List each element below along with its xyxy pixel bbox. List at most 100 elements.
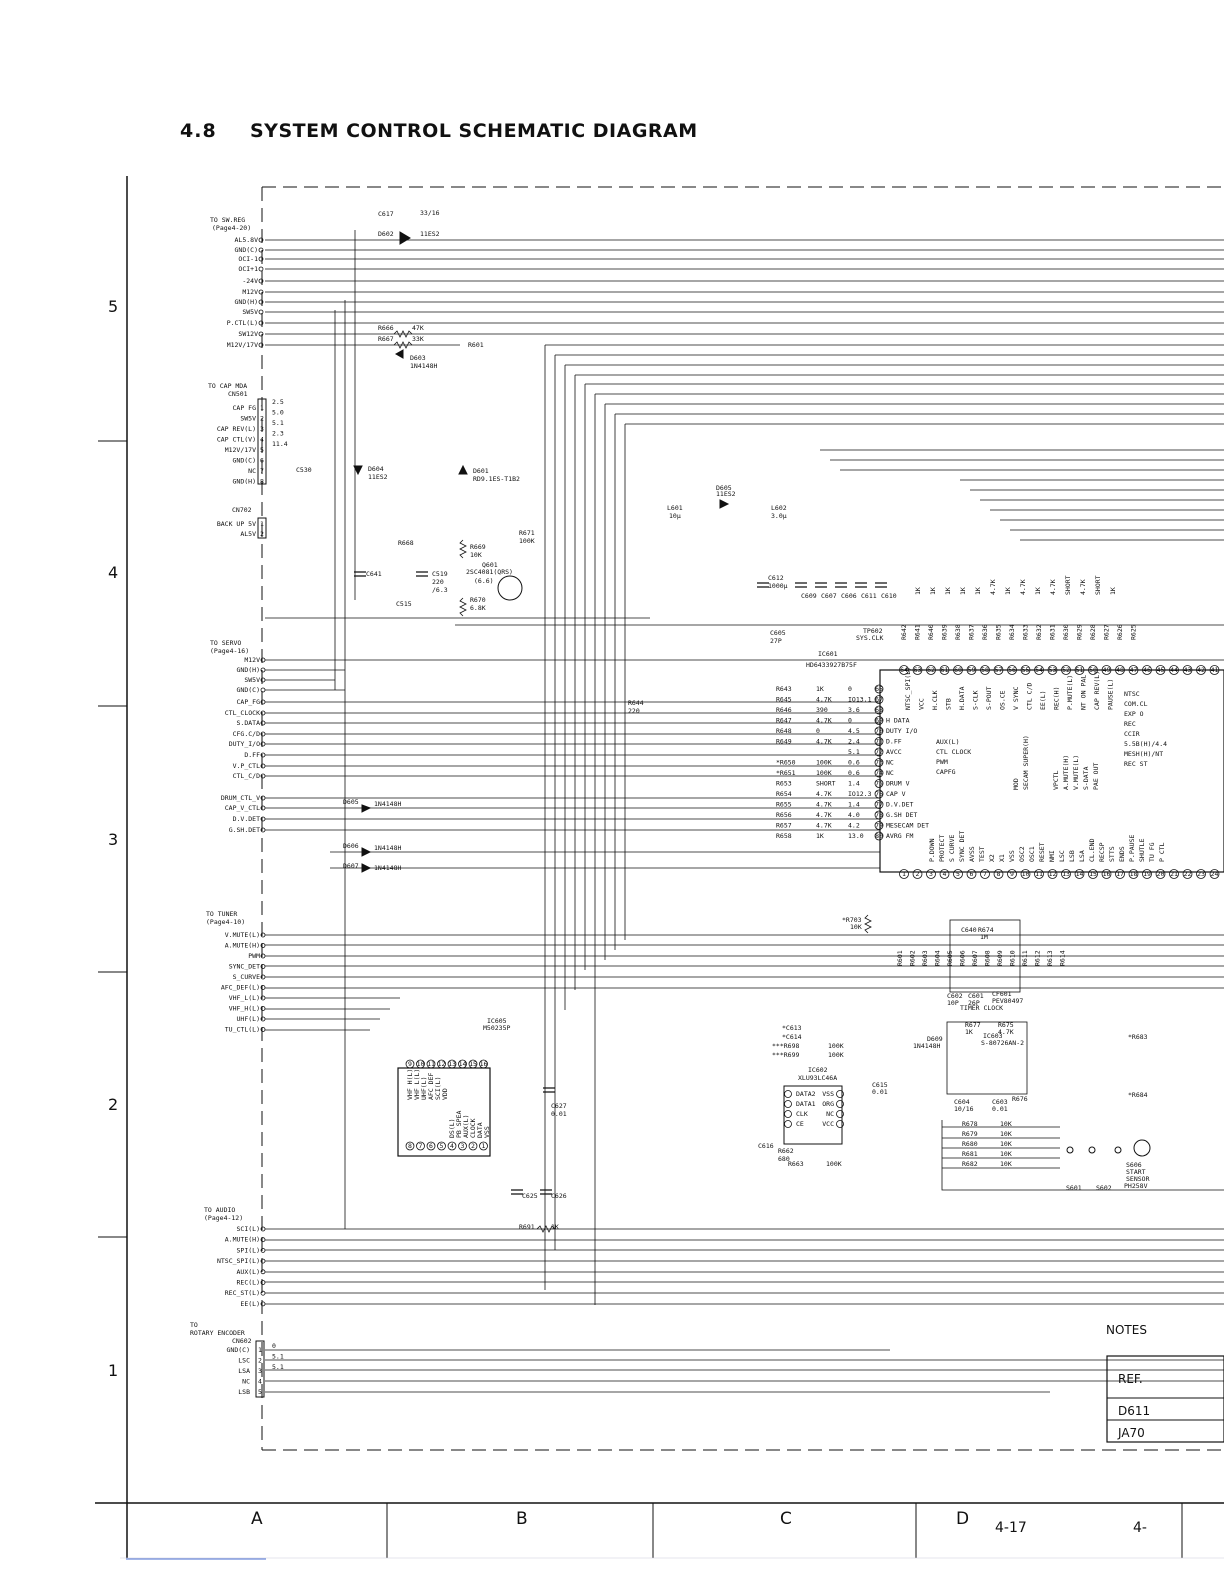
ic601-bottom-signal: OSC2 [1018,846,1026,862]
ic601-left-value: 4.7K [816,822,832,830]
ic605-bottom-pin [468,1141,478,1151]
reset-label: 1N4148H [913,1042,940,1050]
ic601-bottom-pin-number: 2 [916,870,920,878]
crystal-label: PEV80497 [992,997,1023,1005]
tuner-pin-terminal [260,985,266,990]
ic601-top-pin [939,665,950,675]
servo-pin-terminal [260,677,266,683]
audio-title: TO AUDIO [204,1206,235,1214]
tuner-pin-label: A.MUTE(H) [225,942,260,950]
left-component-label: 11ES2 [368,473,388,481]
resistor-label: R682 [962,1160,978,1168]
resistor-label: 10K [1000,1150,1012,1158]
diode-label: 1N4148H [374,844,401,852]
resistor-label: R679 [962,1130,978,1138]
sw-reg-pin-terminal [258,342,264,348]
ic601-left-pin [874,831,884,841]
cap-mda-pin-label: GND(C) [233,457,256,465]
audio-pin-terminal [260,1237,266,1243]
audio-pin-terminal [260,1290,266,1296]
cn702-pin-number: 1 [260,520,264,528]
top-component-label: 33K [412,335,424,343]
reset-label: D609 [927,1035,943,1043]
sw-reg-pin-label: GND(H) [235,298,258,306]
sw-reg-pin-label: M12V/17V [227,341,258,349]
rotary-pin-label: LSA [238,1367,250,1375]
ic601-left-pin-number: 65 [875,685,883,693]
ic601-left-resistor: *R651 [776,769,796,777]
servo-pin-terminal [260,752,266,758]
servo-pin-terminal [260,795,266,801]
ic601-inner-signal: CTL CLOCK [936,748,971,756]
ic601-left-pin-number: 68 [875,706,883,714]
ic601-bottom-pin-number: 5 [956,870,960,878]
ic601-top-signal: P.MUTE(L) [1066,675,1074,710]
ic601-left-signal: D.FF [886,738,902,746]
ic601-top-resistor: R625 [1130,624,1138,640]
ic601-bottom-pin-number: 14 [1076,870,1084,878]
tuner-page: (Page4-10) [206,918,245,926]
resistor-label: R681 [962,1150,978,1158]
ic601-top-pin-number: 52 [1062,666,1070,674]
ic601-top-value: 1K [1034,587,1042,595]
reset-label: 1K [965,1028,973,1036]
filter-label: C607 [821,592,837,600]
servo-pin-label: GND(C) [237,686,260,694]
ic605-bottom-pin [458,1141,467,1151]
ic601-bottom-pin-number: 19 [1143,870,1151,878]
ic602-label: 680 [778,1155,790,1163]
audio-pin-label: REC(L) [237,1279,260,1287]
rotary-pin-label: LSC [238,1357,250,1365]
ic601-top-pin [966,665,977,675]
ic601-top-signal: S-POUT [985,686,993,710]
servo-pin-terminal [260,720,266,726]
q601-label: 100K [519,537,535,545]
ic601-top-resistor: R633 [1022,624,1030,640]
ic601-left-voltage: 4.5 [848,727,860,735]
ic601-label: TP602 [863,627,883,635]
ic601-top-pin-number: 53 [1049,666,1057,674]
ic601-left-voltage: 4.2 [848,822,860,830]
ic601-inner-signal: CAPFG [936,768,956,776]
ic601-bottom-resistor: R601 [896,950,904,966]
ic601-left-value: 4.7K [816,717,832,725]
ic601-left-pin [874,768,884,778]
ic601-left-value: 4.7K [816,738,832,746]
ic601-left-resistor: R653 [776,780,792,788]
sw-reg-pin-terminal [258,266,264,272]
sw-reg-pin-terminal [258,256,264,262]
ic601-bottom-signal: X2 [988,854,996,862]
reset-label: C603 [992,1098,1008,1106]
ic601-bottom-pin [966,869,977,879]
sw-reg-pin-terminal [258,331,264,337]
audio-pin-terminal [260,1301,266,1307]
left-component-label: D604 [368,465,384,473]
ic601-top-pin [1074,665,1085,675]
ic601-top-pin-number: 64 [900,666,908,674]
ic601-top-pin [1169,665,1179,675]
ic601-left-pin-number: 78 [875,811,883,819]
ic601-bottom-pin [1142,869,1152,879]
ic601-top-pin [1128,665,1139,675]
rotary-pin-number: 4 [258,1378,262,1386]
audio-pin-label: SPI(L) [237,1246,260,1254]
ic601-top-pin [1209,665,1220,675]
ic601-bottom-pin [939,869,950,879]
ic601-left-pin-number: 75 [875,780,883,788]
cap-mda-pin-label: NC [248,467,256,475]
top-component-label: 1N4148H [410,362,437,370]
ic601-bottom-signal: P.DOWN [928,838,936,862]
ic601-left-signal: CAP V [886,790,906,798]
q601-label: 2SC4081(QRS) [466,568,513,576]
resistor-label: 10K [1000,1120,1012,1128]
tuner-pin-label: SYNC_DET [229,963,260,971]
rotary-pin-voltage: 5.1 [272,1353,284,1361]
ic601-left-pin [874,789,884,799]
ic601-bottom-pin [1034,869,1044,879]
switch-label: PH258V [1124,1182,1148,1190]
cap-mda-pin-number: 5 [260,446,264,454]
ic601-mid-signal: SECAM SUPER(H) [1022,735,1030,790]
tuner-pin-terminal [260,964,266,969]
cap-mda-pin-number: 2 [260,415,264,423]
